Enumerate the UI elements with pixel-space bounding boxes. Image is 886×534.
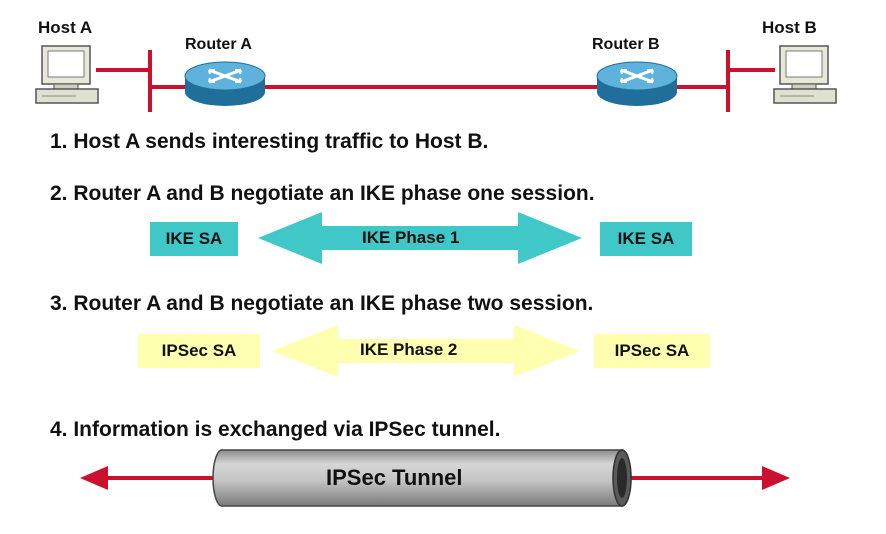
host-b-label: Host B bbox=[762, 18, 817, 37]
step-1-text: 1. Host A sends interesting traffic to H… bbox=[50, 130, 489, 153]
step-3-text: 3. Router A and B negotiate an IKE phase… bbox=[50, 292, 594, 315]
ike-sa-right: IKE SA bbox=[600, 222, 692, 256]
router-icon bbox=[184, 61, 266, 106]
ipsec-tunnel-cylinder bbox=[212, 449, 632, 507]
ike-sa-left: IKE SA bbox=[150, 222, 238, 256]
arrowhead-right-icon bbox=[762, 466, 790, 490]
ipsec-sa-left: IPSec SA bbox=[138, 334, 260, 368]
arrowhead-left-icon bbox=[80, 466, 108, 490]
router-icon bbox=[596, 61, 678, 106]
router-b-label: Router B bbox=[592, 36, 660, 53]
ike-phase1-label: IKE Phase 1 bbox=[362, 228, 460, 247]
computer-icon bbox=[773, 45, 837, 104]
step-4-text: 4. Information is exchanged via IPSec tu… bbox=[50, 418, 501, 441]
router-a-label: Router A bbox=[185, 36, 252, 53]
ike-phase2-arrow bbox=[272, 325, 580, 377]
step-2-text: 2. Router A and B negotiate an IKE phase… bbox=[50, 182, 595, 205]
ike-phase2-label: IKE Phase 2 bbox=[360, 340, 458, 359]
ipsec-tunnel-label: IPSec Tunnel bbox=[326, 465, 463, 490]
host-a-label: Host A bbox=[38, 18, 93, 37]
ipsec-sa-right: IPSec SA bbox=[594, 334, 710, 368]
ike-phase1-arrow bbox=[258, 212, 582, 264]
computer-icon bbox=[35, 45, 99, 104]
